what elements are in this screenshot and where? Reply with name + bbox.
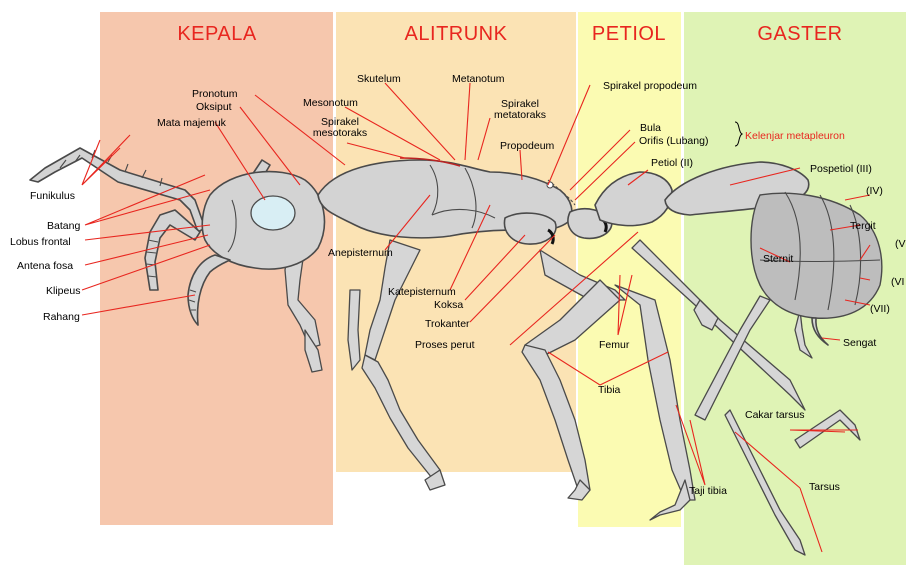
label-pronotum: Pronotum bbox=[192, 88, 238, 100]
label-anepisternum: Anepisternum bbox=[328, 247, 393, 259]
label-pospetiol: Pospetiol (III) bbox=[810, 163, 872, 175]
label-rahang: Rahang bbox=[43, 311, 80, 323]
label-oksiput: Oksiput bbox=[196, 101, 232, 113]
label-metanotum: Metanotum bbox=[452, 73, 505, 85]
label-klipeus: Klipeus bbox=[46, 285, 80, 297]
label-tergit: Tergit bbox=[850, 220, 876, 232]
label-orifis: Orifis (Lubang) bbox=[639, 135, 708, 147]
compound-eye bbox=[251, 196, 295, 230]
label-lobus-frontal: Lobus frontal bbox=[10, 236, 71, 248]
label-spirakel-propodeum: Spirakel propodeum bbox=[603, 80, 697, 92]
label-cakar-tarsus: Cakar tarsus bbox=[745, 409, 805, 421]
label-seg-v: (V bbox=[895, 238, 906, 250]
label-spirakel-meso-2: mesotoraks bbox=[313, 127, 367, 139]
label-tarsus: Tarsus bbox=[809, 481, 840, 493]
petiol-title: PETIOL bbox=[592, 23, 666, 45]
label-proses-perut: Proses perut bbox=[415, 339, 475, 351]
label-antena-fosa: Antena fosa bbox=[17, 260, 73, 272]
label-mata-majemuk: Mata majemuk bbox=[157, 117, 227, 129]
spiracle-propodeum bbox=[547, 182, 553, 188]
label-sengat: Sengat bbox=[843, 337, 876, 349]
label-propodeum: Propodeum bbox=[500, 140, 555, 152]
label-koksa: Koksa bbox=[434, 299, 463, 311]
label-femur: Femur bbox=[599, 339, 630, 351]
alitrunk-title: ALITRUNK bbox=[405, 23, 508, 45]
label-petiol-ii: Petiol (II) bbox=[651, 157, 693, 169]
label-skutelum: Skutelum bbox=[357, 73, 401, 85]
label-spirakel-meta-2: metatoraks bbox=[494, 109, 546, 121]
gaster-title: GASTER bbox=[757, 23, 842, 45]
label-seg-vi: (VI bbox=[891, 276, 904, 288]
label-batang: Batang bbox=[47, 220, 80, 232]
label-funikulus: Funikulus bbox=[30, 190, 75, 202]
coxa-1 bbox=[504, 213, 556, 244]
label-kelenjar-metapleuron: Kelenjar metapleuron bbox=[745, 130, 845, 142]
label-sternit: Sternit bbox=[763, 253, 793, 265]
label-bula: Bula bbox=[640, 122, 661, 134]
label-mesonotum: Mesonotum bbox=[303, 97, 358, 109]
label-seg-vii: (VII) bbox=[870, 303, 890, 315]
label-katepisternum: Katepisternum bbox=[388, 286, 456, 298]
label-trokanter: Trokanter bbox=[425, 318, 470, 330]
kepala-title: KEPALA bbox=[177, 23, 256, 45]
label-tibia: Tibia bbox=[598, 384, 621, 396]
label-seg-iv: (IV) bbox=[866, 185, 883, 197]
label-taji-tibia: Taji tibia bbox=[689, 485, 727, 497]
